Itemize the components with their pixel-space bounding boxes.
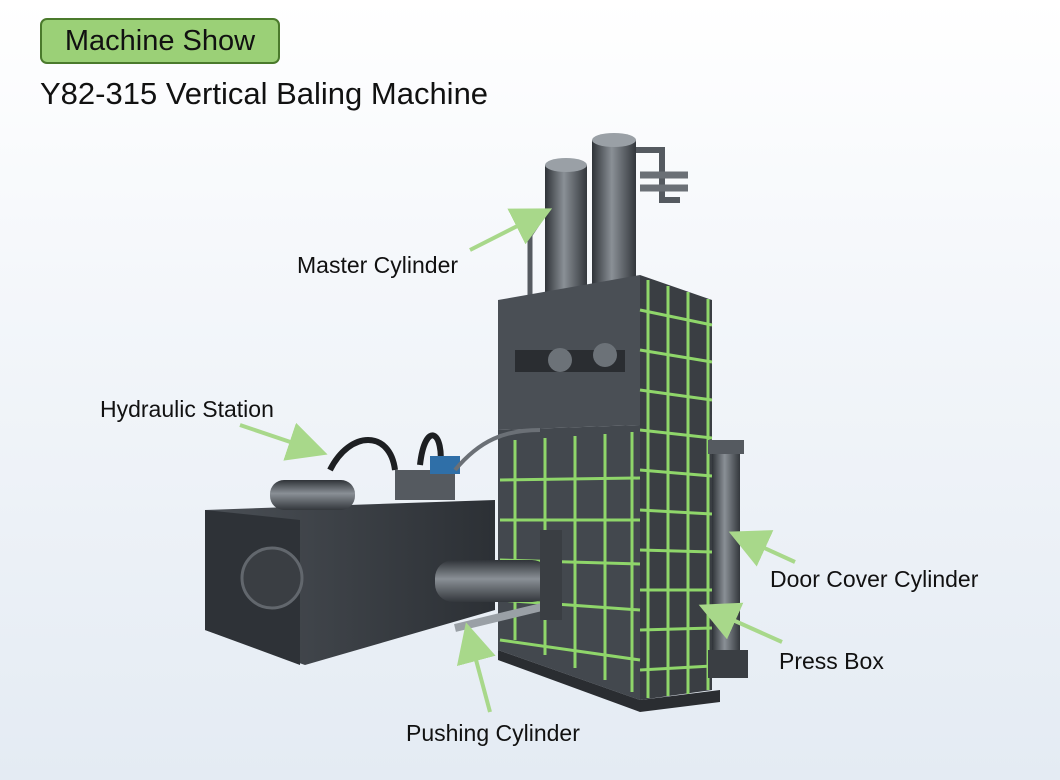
master-cylinder-arrow xyxy=(469,208,553,252)
press-box xyxy=(498,425,720,712)
page-title: Y82-315 Vertical Baling Machine xyxy=(40,76,489,111)
pushing-cylinder-label: Pushing Cylinder xyxy=(406,720,580,746)
press-box-label: Press Box xyxy=(779,648,884,674)
hydraulic-station-arrow xyxy=(239,422,328,461)
door-cover-cylinder xyxy=(708,440,748,678)
pushing-cylinder-arrow xyxy=(456,622,496,713)
main-frame xyxy=(639,275,713,700)
master-cylinder-label: Master Cylinder xyxy=(297,252,459,278)
master-cylinder xyxy=(527,133,688,305)
hydraulic-station xyxy=(205,428,541,665)
press-box-arrow xyxy=(698,602,783,644)
door-cover-cylinder-label: Door Cover Cylinder xyxy=(770,566,979,592)
hydraulic-station-label: Hydraulic Station xyxy=(100,396,274,422)
machine-show-badge: Machine Show xyxy=(40,18,280,64)
door-cover-cylinder-arrow xyxy=(728,530,796,567)
top-head-plate xyxy=(498,275,640,430)
